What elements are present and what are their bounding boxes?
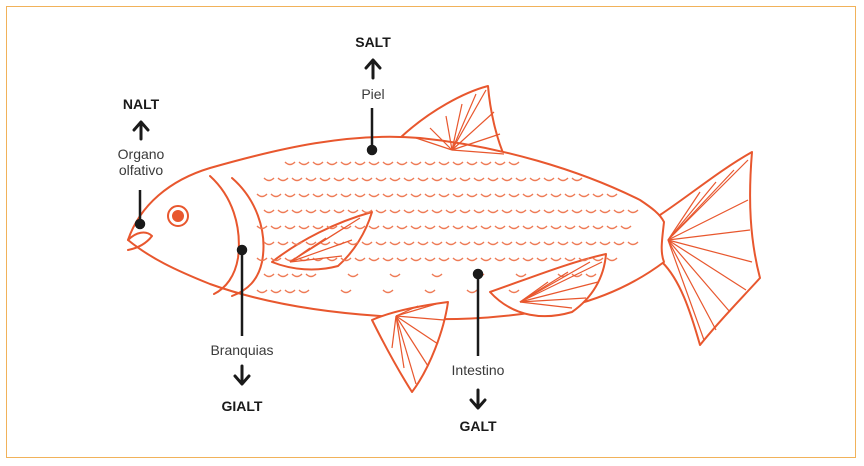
- marker-olfactory: [136, 220, 144, 228]
- marker-gills: [238, 246, 246, 254]
- label-nalt: NALT: [118, 96, 164, 112]
- label-salt: SALT: [350, 34, 396, 50]
- label-branquias: Branquias: [200, 342, 284, 358]
- label-gialt: GIALT: [212, 398, 272, 414]
- label-organo-olfativo: Organo olfativo: [100, 146, 182, 178]
- arrow-up-nalt: [134, 122, 148, 139]
- label-galt: GALT: [450, 418, 506, 434]
- pelvic-fin: [372, 302, 448, 392]
- label-piel: Piel: [348, 86, 398, 102]
- label-intestino: Intestino: [438, 362, 518, 378]
- marker-intestine: [474, 270, 482, 278]
- arrow-up-salt: [366, 60, 380, 78]
- arrow-down-gialt: [235, 366, 249, 384]
- arrow-down-galt: [471, 390, 485, 408]
- marker-skin: [368, 146, 376, 154]
